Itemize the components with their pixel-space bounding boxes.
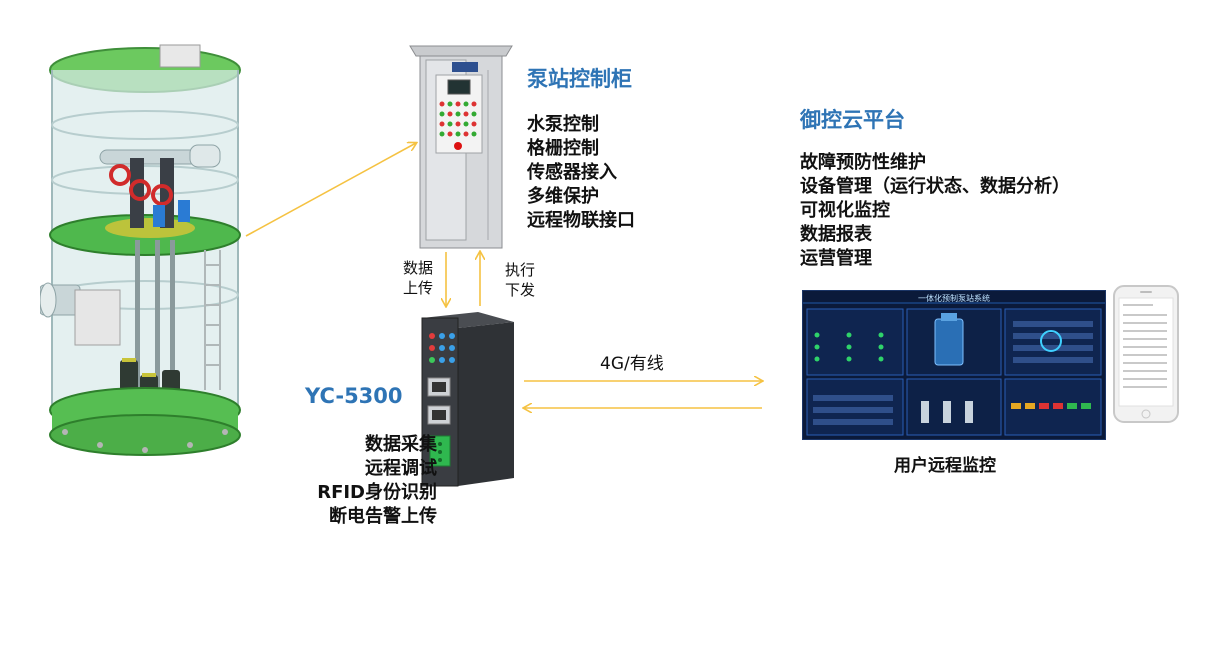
gateway-feature: 远程调试 (365, 458, 437, 479)
cabinet-feature: 多维保护 (527, 186, 599, 207)
cloud-feature: 可视化监控 (800, 200, 890, 221)
cabinet-feature: 格栅控制 (527, 138, 599, 159)
gateway-feature-list: 数据采集 远程调试 RFID身份识别 断电告警上传 (303, 433, 437, 529)
cloud-feature: 数据报表 (800, 224, 872, 245)
cabinet-feature: 传感器接入 (527, 162, 617, 183)
dashboard-title: 一体化预制泵站系统 (918, 294, 990, 303)
gateway-model: YC-5300 (305, 384, 403, 408)
cloud-feature: 设备管理（运行状态、数据分析） (800, 176, 1070, 197)
gateway-feature: RFID身份识别 (317, 482, 437, 503)
upload-label-line: 上传 (402, 279, 433, 297)
tank-to-cabinet-arrow (245, 143, 416, 237)
cabinet-title: 泵站控制柜 (527, 67, 632, 91)
mobile-phone-illustration (1113, 285, 1179, 423)
cloud-title: 御控云平台 (800, 108, 905, 132)
execute-label-line: 执行 (504, 261, 535, 279)
cloud-feature: 故障预防性维护 (800, 152, 926, 173)
cabinet-feature: 远程物联接口 (527, 210, 635, 231)
cloud-feature-list: 故障预防性维护 设备管理（运行状态、数据分析） 可视化监控 数据报表 运营管理 (800, 151, 1070, 271)
execute-label-line: 下发 (504, 281, 535, 299)
execute-label: 执行 下发 (500, 260, 540, 300)
control-cabinet-illustration (409, 45, 513, 249)
upload-label-line: 数据 (402, 259, 433, 277)
cloud-feature: 运营管理 (800, 248, 872, 269)
monitoring-dashboard-screenshot: 一体化预制泵站系统 (802, 290, 1106, 440)
remote-monitoring-caption: 用户远程监控 (894, 456, 996, 476)
cabinet-feature: 水泵控制 (527, 114, 599, 135)
dashboard-panels (803, 302, 1105, 436)
gateway-feature: 数据采集 (365, 434, 437, 455)
upload-label: 数据 上传 (398, 258, 438, 298)
gateway-device-illustration (421, 312, 514, 487)
network-label: 4G/有线 (600, 354, 664, 374)
gateway-feature: 断电告警上传 (329, 506, 437, 527)
pump-station-tank-illustration (40, 44, 241, 456)
cabinet-feature-list: 水泵控制 格栅控制 传感器接入 多维保护 远程物联接口 (527, 113, 635, 233)
